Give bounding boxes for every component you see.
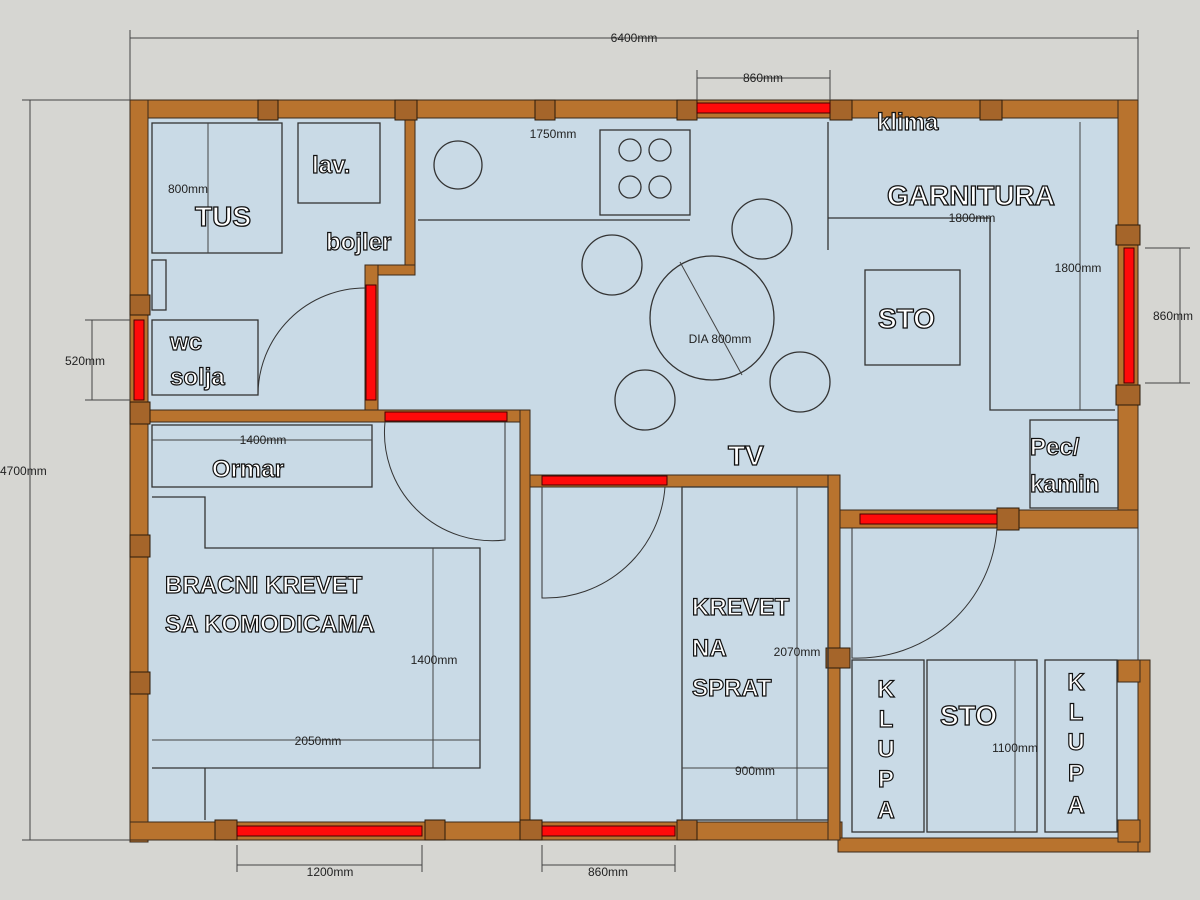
door-swings [257, 287, 998, 659]
dim-bunk-width: 900mm [735, 764, 775, 778]
dimension-lines [22, 30, 1190, 872]
label-krevet-3: SPRAT [692, 675, 772, 702]
dim-table-dia: DIA 800mm [689, 332, 752, 346]
klupa-letter: A [1067, 792, 1084, 819]
label-ormar: Ormar [212, 456, 284, 483]
dim-bed-length: 2050mm [295, 734, 342, 748]
label-klupa-right: K L U P A [1067, 668, 1086, 819]
dim-garnitura-h: 1800mm [1055, 261, 1102, 275]
klupa-letter: P [1068, 760, 1084, 787]
label-tus: TUS [195, 201, 251, 232]
dim-top-window: 860mm [743, 71, 783, 85]
klupa-letter: U [1067, 729, 1084, 756]
windows [133, 102, 1135, 837]
dim-dining-table: 1100mm [992, 741, 1038, 755]
label-sto-bottom: STO [940, 700, 997, 731]
label-bracni-2: SA KOMODICAMA [165, 611, 375, 638]
klupa-letter: K [1067, 669, 1085, 696]
label-kamin: kamin [1030, 471, 1099, 498]
label-garnitura: GARNITURA [887, 180, 1055, 211]
klupa-letter: L [1069, 699, 1084, 726]
klupa-letter: A [877, 797, 894, 824]
dim-garnitura-w: 1800mm [949, 211, 996, 225]
label-krevet-2: NA [692, 635, 727, 662]
label-solja: solja [170, 364, 225, 391]
dim-bottom-window-left: 1200mm [307, 865, 354, 879]
dim-bunk-length: 2070mm [774, 645, 821, 659]
label-wc: wc [169, 329, 202, 356]
room-labels: TUS lav. bojler wc solja klima GARNITURA… [164, 108, 1100, 824]
dim-left-window: 520mm [65, 354, 105, 368]
label-lav: lav. [312, 152, 350, 179]
dim-right-window: 860mm [1153, 309, 1193, 323]
wall-posts [129, 99, 1141, 841]
label-tv: TV [728, 440, 764, 471]
dim-wardrobe: 1400mm [240, 433, 287, 447]
klupa-letter: K [877, 676, 895, 703]
dim-total-width: 6400mm [611, 31, 658, 45]
label-klupa-left: K L U P A [877, 675, 896, 824]
label-bracni-1: BRACNI KREVET [165, 572, 363, 599]
outer-walls [129, 99, 1151, 853]
label-bojler: bojler [326, 229, 391, 256]
klupa-letter: U [877, 736, 894, 763]
dim-kitchen: 1750mm [530, 127, 577, 141]
dimension-labels: 6400mm 4700mm 860mm 1750mm 800mm 1800mm … [0, 31, 1193, 879]
dim-total-height: 4700mm [0, 464, 47, 478]
label-sto-top: STO [878, 303, 935, 334]
label-pec: Pec/ [1030, 434, 1080, 461]
klupa-letter: L [879, 706, 894, 733]
furniture [151, 122, 1119, 833]
label-krevet-1: KREVET [692, 594, 790, 621]
dim-bed-width: 1400mm [411, 653, 458, 667]
dim-shower: 800mm [168, 182, 208, 196]
label-klima: klima [877, 109, 939, 136]
dim-bottom-window-right: 860mm [588, 865, 628, 879]
klupa-letter: P [878, 766, 894, 793]
